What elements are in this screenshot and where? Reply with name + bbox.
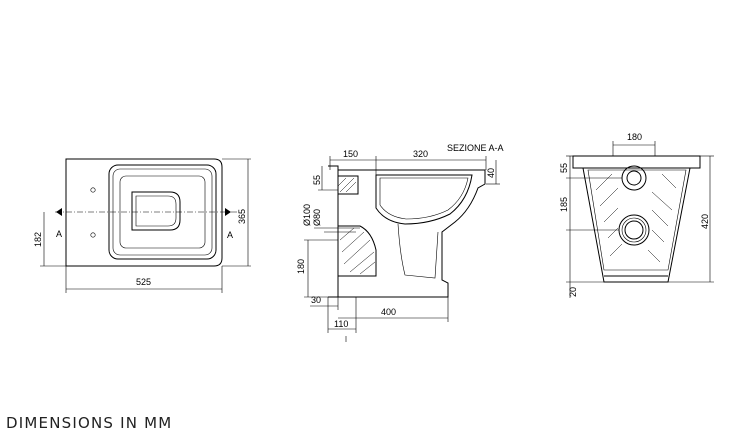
dim-30-label: 30 bbox=[311, 295, 321, 305]
dim-d100-label: Ø100 bbox=[302, 204, 312, 226]
outlet-pipe bbox=[338, 225, 377, 277]
outlet-pipe-hatching bbox=[338, 225, 377, 277]
wall-plate bbox=[328, 165, 339, 298]
bowl-outer-profile bbox=[338, 169, 486, 298]
section-label-right: A bbox=[227, 230, 233, 240]
dim-150-label: 150 bbox=[343, 149, 358, 159]
front-view-hatching bbox=[595, 173, 677, 263]
axis-dim-label: 182 bbox=[33, 232, 43, 247]
inlet-pipe-hatching bbox=[337, 175, 359, 195]
top-view-rim-outer bbox=[108, 164, 217, 260]
outlet-circle-inner bbox=[624, 220, 644, 240]
front-dim-180-label: 180 bbox=[627, 132, 642, 142]
inlet-pipe bbox=[337, 175, 359, 195]
width-dim-label: 525 bbox=[136, 277, 151, 287]
section-label-left: A bbox=[56, 229, 62, 239]
section-title: SEZIONE A-A bbox=[447, 143, 504, 153]
fixing-hole-top bbox=[90, 187, 96, 193]
outlet-circle-mid bbox=[621, 217, 647, 243]
inlet-circle-inner bbox=[626, 170, 642, 186]
section-arrow-left bbox=[56, 208, 62, 216]
fixing-hole-bottom bbox=[90, 232, 96, 238]
bowl-inner-rim bbox=[379, 177, 469, 220]
front-dim-20-label: 20 bbox=[568, 287, 578, 297]
top-view: A A 525 365 182 bbox=[33, 158, 251, 293]
front-view: 180 55 185 20 420 bbox=[559, 132, 714, 298]
dim-55-label: 55 bbox=[312, 175, 322, 185]
dim-110-label: 110 bbox=[334, 319, 348, 329]
top-view-bowl-opening bbox=[131, 191, 181, 231]
front-dim-185-label: 185 bbox=[559, 197, 569, 212]
front-dim-55-label: 55 bbox=[559, 163, 569, 173]
side-section-view: SEZIONE A-A 150 320 bbox=[296, 143, 504, 342]
dim-320-label: 320 bbox=[413, 149, 428, 159]
section-arrow-right bbox=[225, 208, 231, 216]
front-dim-420-label: 420 bbox=[700, 214, 710, 229]
front-view-outline bbox=[572, 155, 701, 283]
dim-40-label: 40 bbox=[486, 168, 496, 178]
dim-d80-label: Ø80 bbox=[312, 209, 322, 226]
dim-400-label: 400 bbox=[381, 307, 396, 317]
top-view-outline bbox=[65, 158, 223, 267]
front-view-inner-body bbox=[587, 169, 687, 271]
top-view-rim-inset bbox=[119, 175, 206, 249]
inlet-circle-outer bbox=[621, 165, 647, 191]
dimensions-caption: DIMENSIONS IN MM bbox=[6, 414, 173, 432]
dim-180-label: 180 bbox=[296, 259, 306, 274]
trap-channel bbox=[397, 223, 439, 279]
top-view-bowl-inner bbox=[135, 195, 177, 227]
bowl-inner-cavity bbox=[375, 174, 473, 225]
depth-dim-label: 365 bbox=[237, 209, 247, 224]
outlet-circle-outer bbox=[618, 214, 650, 246]
